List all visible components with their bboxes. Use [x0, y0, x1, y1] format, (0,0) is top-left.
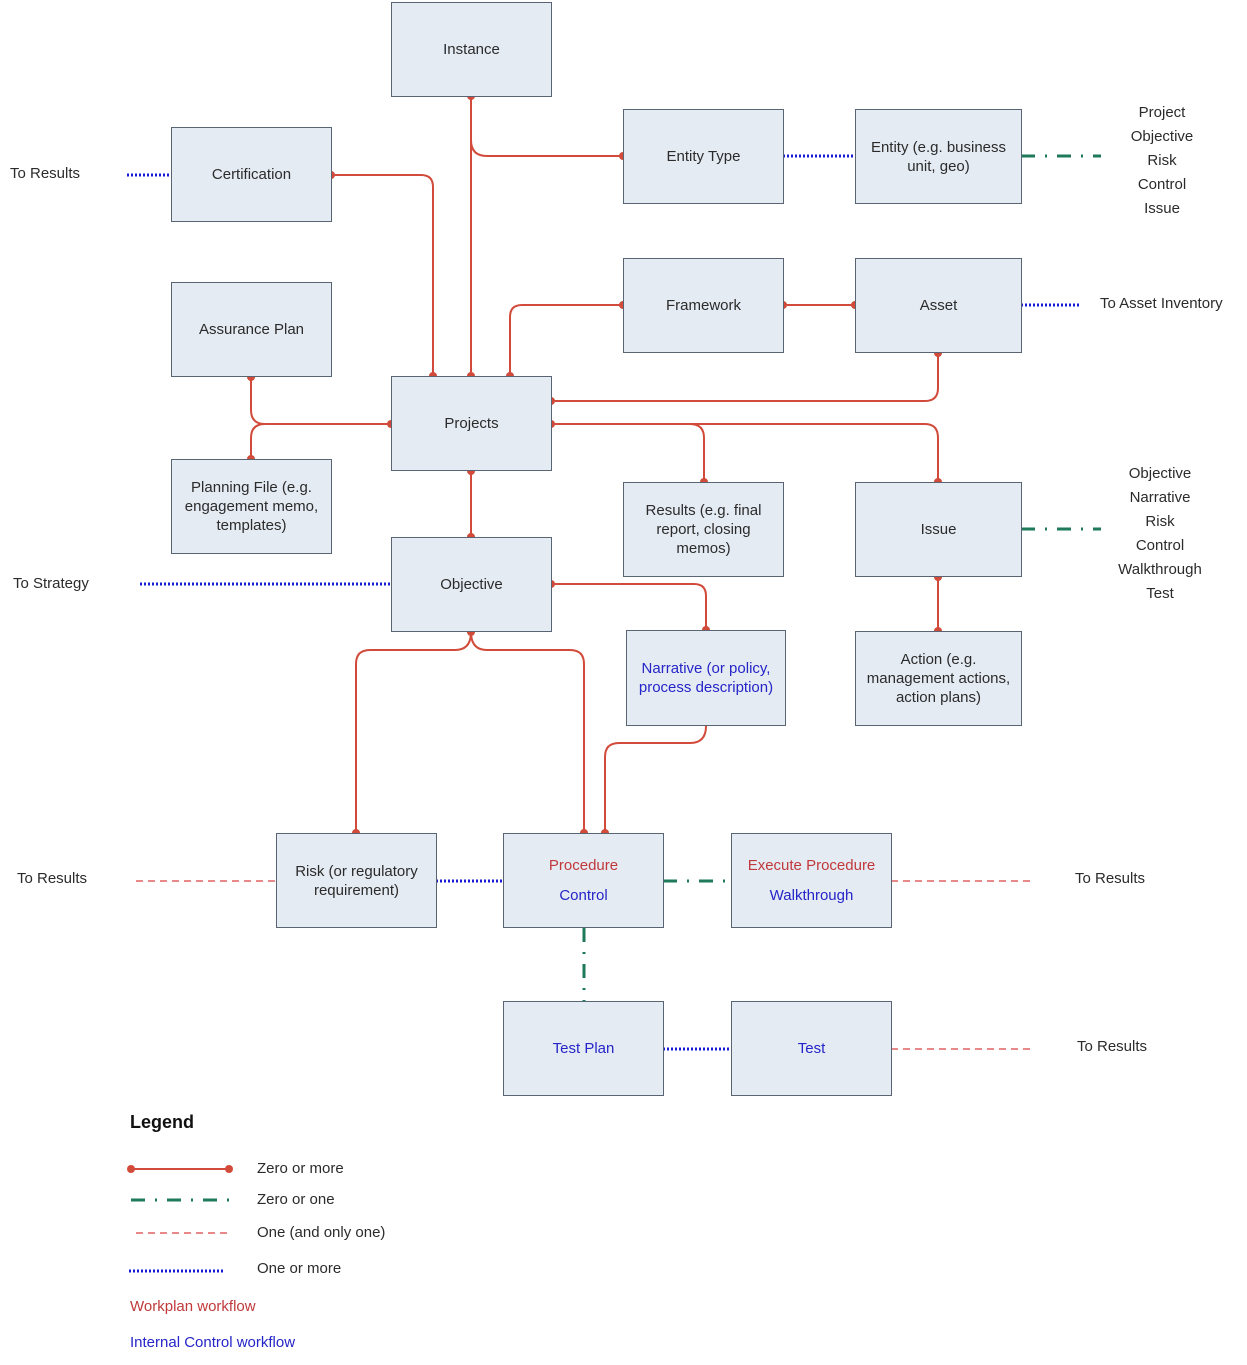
objective-label: Objective — [440, 576, 503, 593]
zero-or-more-endpoints — [247, 92, 942, 837]
execute-procedure-label: Execute Procedure — [747, 857, 876, 874]
legend-zero-or-more: Zero or more — [257, 1160, 344, 1177]
asset-label: Asset — [919, 297, 958, 314]
risk-external-label: To Results — [17, 870, 88, 887]
projects-box[interactable]: Projects — [391, 376, 552, 471]
legend-workplan-workflow: Workplan workflow — [130, 1298, 256, 1315]
entity-label: Entity (e.g. business unit, geo) — [870, 138, 1007, 175]
execute-external-label: To Results — [1075, 870, 1146, 887]
test-box[interactable]: Test — [731, 1001, 892, 1096]
objective-external-label: To Strategy — [13, 575, 89, 592]
test-label: Test — [797, 1040, 826, 1057]
action-box[interactable]: Action (e.g. management actions, action … — [855, 631, 1022, 726]
test-plan-label: Test Plan — [552, 1040, 615, 1057]
entity-target-list: Project Objective Risk Control Issue — [1112, 101, 1212, 221]
entity-type-box[interactable]: Entity Type — [623, 109, 784, 204]
issue-target-item: Walkthrough — [1118, 561, 1202, 578]
zero-or-one-connectors — [582, 154, 1101, 1001]
procedure-label: Procedure — [548, 857, 619, 874]
planning-file-label: Planning File (e.g. engagement memo, tem… — [184, 479, 319, 534]
control-label: Control — [559, 887, 608, 904]
issue-target-item: Narrative — [1129, 489, 1191, 506]
instance-box[interactable]: Instance — [391, 2, 552, 97]
risk-label: Risk (or regulatory requirement) — [295, 862, 418, 899]
legend-one-and-only-one: One (and only one) — [257, 1224, 386, 1241]
framework-label: Framework — [665, 297, 741, 314]
issue-target-item: Control — [1135, 537, 1185, 554]
entity-target-item: Objective — [1130, 128, 1194, 145]
certification-label: Certification — [211, 166, 292, 183]
certification-box[interactable]: Certification — [171, 127, 332, 222]
issue-box[interactable]: Issue — [855, 482, 1022, 577]
issue-target-item: Test — [1146, 585, 1174, 602]
test-plan-box[interactable]: Test Plan — [503, 1001, 664, 1096]
issue-label: Issue — [920, 521, 957, 538]
legend-one-or-more: One or more — [257, 1260, 342, 1277]
zero-or-more-connectors — [250, 96, 939, 833]
asset-external-label: To Asset Inventory — [1100, 295, 1223, 312]
risk-box[interactable]: Risk (or regulatory requirement) — [276, 833, 437, 928]
entity-target-item: Risk — [1147, 152, 1177, 169]
one-or-more-connectors — [127, 154, 1081, 1051]
entity-target-item: Project — [1138, 104, 1186, 121]
execute-procedure-box[interactable]: Execute Procedure Walkthrough — [731, 833, 892, 928]
asset-box[interactable]: Asset — [855, 258, 1022, 353]
test-external-label: To Results — [1077, 1038, 1148, 1055]
objective-box[interactable]: Objective — [391, 537, 552, 632]
procedure-control-box[interactable]: Procedure Control — [503, 833, 664, 928]
results-label: Results (e.g. final report, closing memo… — [645, 502, 762, 557]
instance-label: Instance — [443, 41, 500, 58]
entity-target-item: Control — [1137, 176, 1187, 193]
issue-target-item: Risk — [1145, 513, 1175, 530]
assurance-plan-box[interactable]: Assurance Plan — [171, 282, 332, 377]
planning-file-box[interactable]: Planning File (e.g. engagement memo, tem… — [171, 459, 332, 554]
projects-label: Projects — [444, 415, 499, 432]
legend-zero-or-one: Zero or one — [257, 1191, 335, 1208]
entity-target-item: Issue — [1144, 200, 1180, 217]
certification-external-label: To Results — [10, 165, 81, 182]
issue-target-list: Objective Narrative Risk Control Walkthr… — [1105, 462, 1215, 606]
issue-target-item: Objective — [1128, 465, 1192, 482]
entity-box[interactable]: Entity (e.g. business unit, geo) — [855, 109, 1022, 204]
legend-title: Legend — [130, 1112, 195, 1132]
results-box[interactable]: Results (e.g. final report, closing memo… — [623, 482, 784, 577]
action-label: Action (e.g. management actions, action … — [866, 651, 1011, 706]
walkthrough-label: Walkthrough — [769, 887, 854, 904]
entity-type-label: Entity Type — [666, 148, 741, 165]
assurance-plan-label: Assurance Plan — [198, 321, 305, 338]
narrative-box[interactable]: Narrative (or policy, process descriptio… — [626, 630, 786, 726]
legend-samples — [127, 1165, 233, 1273]
legend-internal-control-workflow: Internal Control workflow — [130, 1334, 296, 1351]
framework-box[interactable]: Framework — [623, 258, 784, 353]
narrative-label: Narrative (or policy, process descriptio… — [638, 660, 774, 696]
